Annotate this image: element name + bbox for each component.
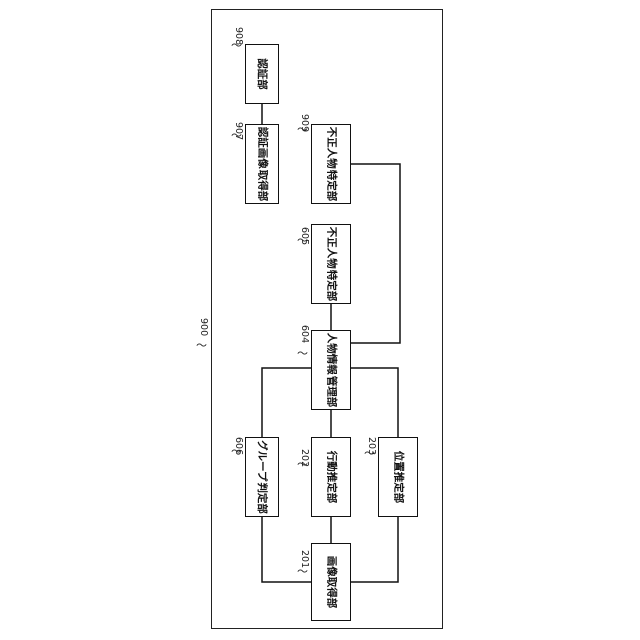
- ref-label-908: 908: [233, 27, 243, 45]
- authentication-block-label: 認証部: [256, 58, 268, 90]
- position-estimation-line-1: 位置推定部: [392, 451, 404, 504]
- group-determination-block: グループ 判定部: [245, 437, 279, 517]
- unauthorized-person-909-line-2: 特定部: [325, 170, 337, 202]
- image-acquisition-block: 画像取得部: [311, 543, 351, 621]
- auth-image-acquisition-block: 認証画像 取得部: [245, 124, 279, 204]
- image-acquisition-line-1: 画像取得部: [325, 556, 337, 609]
- leader-mark-604: 〜: [297, 348, 308, 359]
- group-determination-block-label: グループ 判定部: [256, 440, 268, 514]
- authentication-block-line-1: 認証部: [256, 58, 268, 90]
- ref-label-201: 201: [299, 550, 309, 568]
- leader-mark-900: 〜: [196, 340, 207, 351]
- unauthorized-person-605-line-2: 特定部: [325, 270, 337, 302]
- unauthorized-person-605-label: 不正人物 特定部: [325, 227, 337, 302]
- group-determination-line-2: 判定部: [256, 482, 268, 514]
- ref-label-907: 907: [233, 122, 243, 140]
- person-information-management-line-2: 管理部: [325, 376, 337, 408]
- group-determination-line-1: グループ: [256, 440, 268, 481]
- ref-label-900: 900: [198, 318, 208, 336]
- unauthorized-person-909-line-1: 不正人物: [325, 127, 337, 169]
- unauthorized-person-605-line-1: 不正人物: [325, 227, 337, 269]
- position-estimation-block-label: 位置推定部: [392, 451, 404, 504]
- behavior-estimation-line-1: 行動推定部: [325, 451, 337, 504]
- image-acquisition-block-label: 画像取得部: [325, 556, 337, 609]
- ref-label-909: 909: [299, 114, 309, 132]
- ref-label-605: 605: [299, 227, 309, 245]
- auth-image-acquisition-block-label: 認証画像 取得部: [256, 127, 268, 202]
- unauthorized-person-identification-block-909: 不正人物 特定部: [311, 124, 351, 204]
- ref-label-202: 202: [299, 449, 309, 467]
- ref-label-604: 604: [299, 325, 309, 343]
- position-estimation-block: 位置推定部: [378, 437, 418, 517]
- ref-label-203: 203: [366, 437, 376, 455]
- person-information-management-block: 人物情報 管理部: [311, 330, 351, 410]
- person-information-management-block-label: 人物情報 管理部: [325, 333, 337, 408]
- person-information-management-line-1: 人物情報: [325, 333, 337, 375]
- auth-image-acquisition-block-line-1: 認証画像: [256, 127, 268, 169]
- authentication-block: 認証部: [245, 44, 279, 104]
- auth-image-acquisition-block-line-2: 取得部: [256, 170, 268, 202]
- unauthorized-person-identification-block-605: 不正人物 特定部: [311, 224, 351, 304]
- behavior-estimation-block-label: 行動推定部: [325, 451, 337, 504]
- unauthorized-person-909-label: 不正人物 特定部: [325, 127, 337, 202]
- ref-label-606: 606: [233, 437, 243, 455]
- behavior-estimation-block: 行動推定部: [311, 437, 351, 517]
